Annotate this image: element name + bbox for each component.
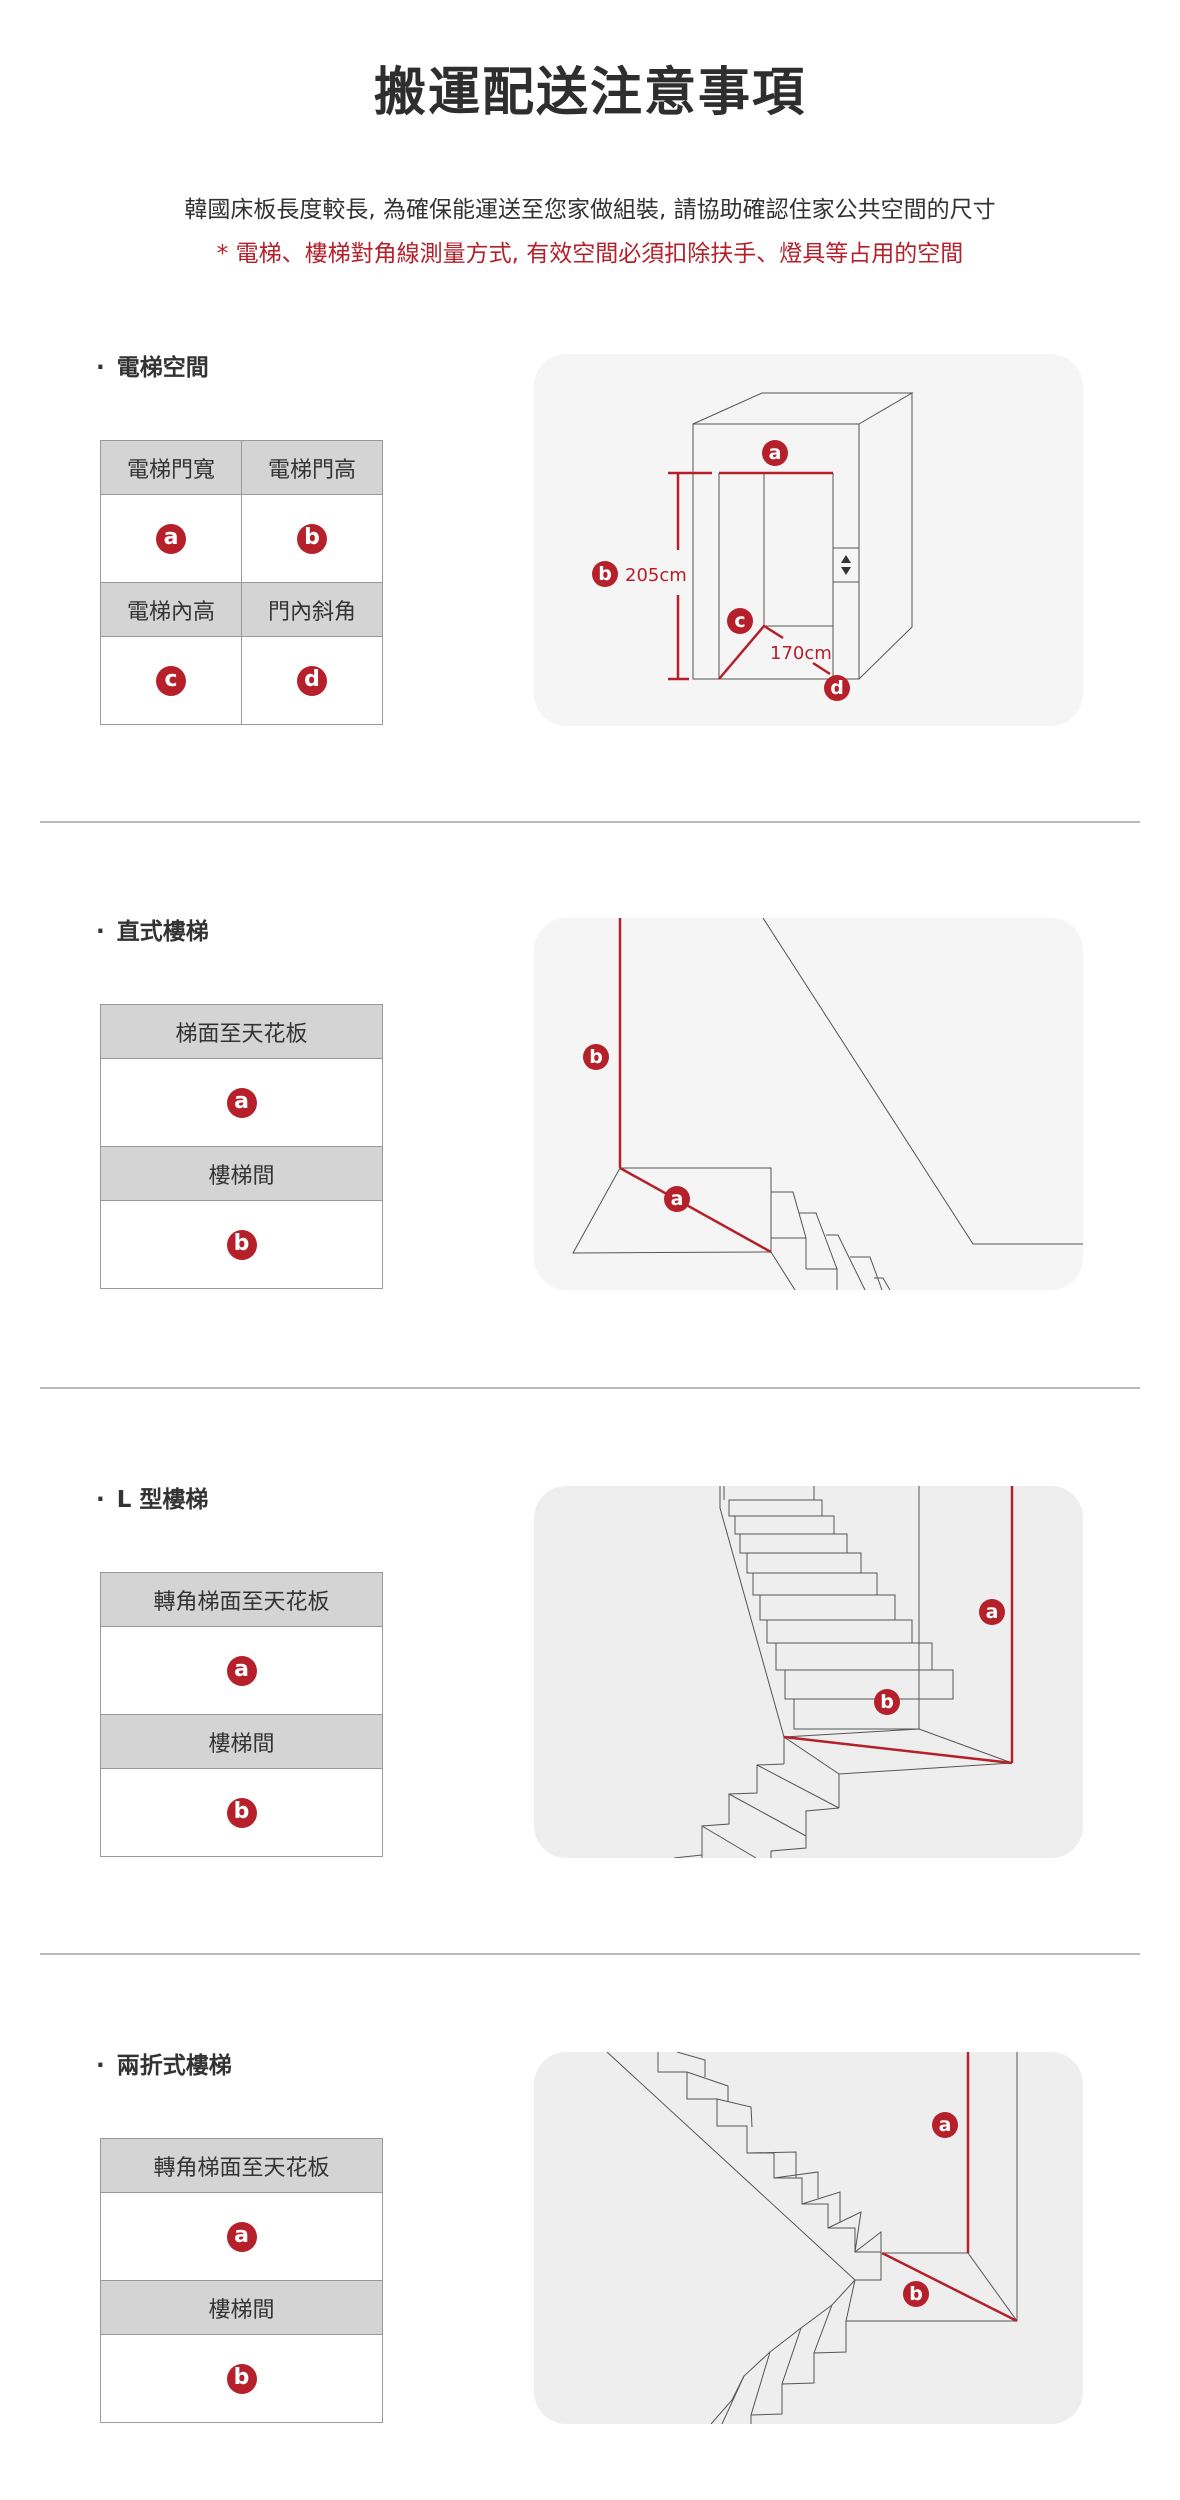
section-label-text: 兩折式樓梯 (116, 2053, 232, 2079)
svg-text:c: c (734, 610, 745, 632)
section-switchback-stairs: ·兩折式樓梯 轉角梯面至天花板 a 樓梯間 b (0, 2052, 1180, 2432)
badge-a: a (979, 1599, 1005, 1625)
subtitle: 韓國床板長度較長, 為確保能運送至您家做組裝, 請協助確認住家公共空間的尺寸 (184, 197, 996, 223)
diagonal-line (812, 661, 831, 676)
section-label: ·兩折式樓梯 (96, 2053, 232, 2079)
stairs-outline (572, 918, 1083, 1290)
table-cell: b (241, 494, 383, 583)
divider (40, 1953, 1140, 1955)
badge-a: a (762, 440, 788, 466)
table-cell: a (100, 1626, 383, 1715)
stairs-outline (673, 1486, 1013, 1858)
table-cell: b (100, 1200, 383, 1289)
stairwell-diagonal-line (881, 2251, 1018, 2323)
badge-b: b (592, 561, 618, 587)
elevator-outline (692, 392, 914, 680)
svg-text:a: a (769, 442, 782, 464)
badge-b: b (226, 1797, 257, 1828)
badge-d: d (297, 665, 327, 696)
stairwell-diagonal-line (619, 1166, 772, 1254)
table-cell: d (241, 636, 383, 725)
table-cell: a (100, 1058, 383, 1147)
table-header: 梯面至天花板 (100, 1004, 383, 1059)
svg-text:b: b (589, 1046, 603, 1068)
svg-text:a: a (939, 2114, 952, 2136)
table-header: 轉角梯面至天花板 (100, 2138, 383, 2193)
badge-b: b (226, 1229, 257, 1260)
badge-c: c (156, 665, 186, 696)
table-header: 轉角梯面至天花板 (100, 1572, 383, 1627)
badge-a: a (156, 523, 186, 554)
divider (40, 1387, 1140, 1389)
stairs-outline (606, 2052, 1018, 2424)
badge-b: b (874, 1689, 900, 1715)
section-label: ·電梯空間 (96, 355, 209, 381)
height-dimension: 205cm (625, 565, 687, 586)
section-label: ·L 型樓梯 (96, 1487, 209, 1513)
svg-text:b: b (598, 563, 612, 585)
section-label-text: 電梯空間 (116, 355, 209, 381)
svg-text:a: a (986, 1601, 999, 1623)
measurement-note: * 電梯、樓梯對角線測量方式, 有效空間必須扣除扶手、燈具等占用的空間 (216, 241, 964, 267)
svg-text:b: b (880, 1691, 894, 1713)
section-label: ·直式樓梯 (96, 919, 209, 945)
straight-stairs-diagram: b a (534, 918, 1083, 1290)
badge-b: b (297, 523, 327, 554)
badge-d: d (824, 675, 850, 701)
elevator-diagram: a b c d 205cm 170cm (534, 354, 1083, 726)
badge-b: b (903, 2281, 929, 2307)
section-elevator: ·電梯空間 電梯門寬 電梯門高 a b 電梯內高 門內斜角 c d (0, 354, 1180, 734)
page-title: 搬運配送注意事項 (373, 63, 806, 123)
badge-a: a (932, 2112, 958, 2138)
section-straight-stairs: ·直式樓梯 梯面至天花板 a 樓梯間 b b a (0, 918, 1180, 1298)
badge-b: b (583, 1044, 609, 1070)
table-header: 電梯門高 (241, 440, 383, 495)
section-label-text: L 型樓梯 (116, 1487, 209, 1513)
table-cell: b (100, 2334, 383, 2423)
straight-stairs-table: 梯面至天花板 a 樓梯間 b (100, 1004, 383, 1289)
svg-text:a: a (671, 1188, 684, 1210)
table-header: 門內斜角 (241, 582, 383, 637)
badge-a: a (664, 1186, 690, 1212)
svg-text:b: b (909, 2283, 923, 2305)
badge-a: a (226, 1087, 257, 1118)
up-down-arrow-icon (841, 555, 851, 575)
elevator-table: 電梯門寬 電梯門高 a b 電梯內高 門內斜角 c d (100, 440, 383, 725)
table-cell: b (100, 1768, 383, 1857)
svg-text:d: d (830, 677, 844, 699)
section-l-stairs: ·L 型樓梯 轉角梯面至天花板 a 樓梯間 b (0, 1486, 1180, 1866)
table-header: 樓梯間 (100, 2280, 383, 2335)
l-stairs-diagram: a b (534, 1486, 1083, 1858)
inner-height-line (718, 624, 784, 680)
l-stairs-table: 轉角梯面至天花板 a 樓梯間 b (100, 1572, 383, 1857)
table-cell: a (100, 494, 242, 583)
divider (40, 821, 1140, 823)
diagonal-dimension: 170cm (770, 643, 832, 664)
table-cell: a (100, 2192, 383, 2281)
badge-a: a (226, 1655, 257, 1686)
badge-b: b (226, 2363, 257, 2394)
height-line (668, 471, 712, 681)
badge-c: c (727, 608, 753, 634)
table-header: 樓梯間 (100, 1714, 383, 1769)
table-header: 電梯門寬 (100, 440, 242, 495)
section-label-text: 直式樓梯 (116, 919, 209, 945)
stairwell-diagonal-line (783, 1735, 1013, 1765)
table-cell: c (100, 636, 242, 725)
switchback-stairs-table: 轉角梯面至天花板 a 樓梯間 b (100, 2138, 383, 2423)
badge-a: a (226, 2221, 257, 2252)
table-header: 電梯內高 (100, 582, 242, 637)
switchback-stairs-diagram: a b (534, 2052, 1083, 2424)
table-header: 樓梯間 (100, 1146, 383, 1201)
